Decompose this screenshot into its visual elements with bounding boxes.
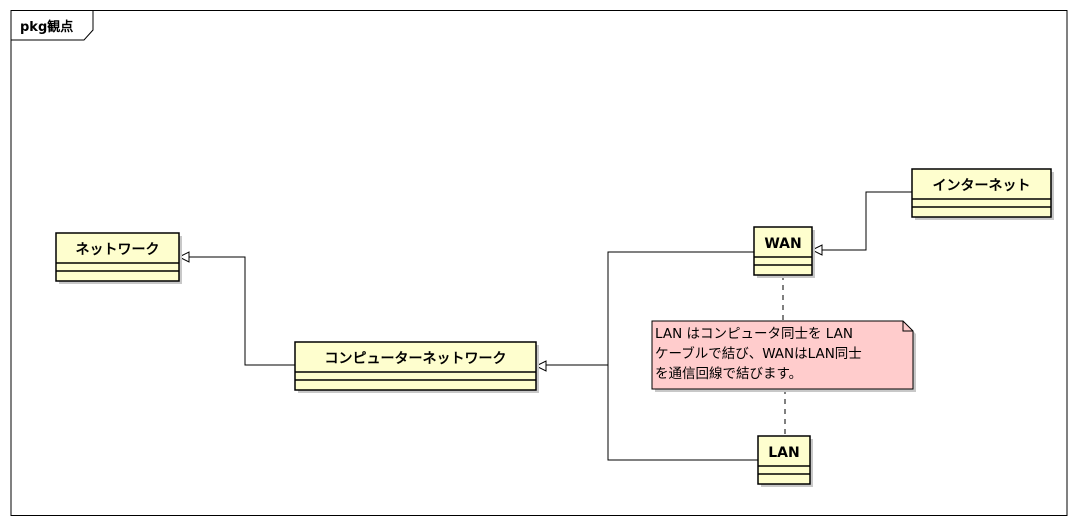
class-name: LAN (768, 445, 799, 461)
note-line: LAN はコンピュータ同士を LAN (655, 326, 853, 342)
class-name: WAN (764, 236, 801, 252)
edge-wan-to-computer-network (546, 251, 754, 366)
note[interactable]: LAN はコンピュータ同士を LAN ケーブルで結び、WANはLAN同士 を通信… (651, 320, 916, 392)
connectors (177, 191, 912, 461)
edge-computer-network-to-network (189, 256, 295, 366)
class-name: コンピューターネットワーク (325, 351, 507, 367)
generalization-arrowhead (810, 244, 823, 256)
frame-title: pkg観点 (20, 19, 73, 35)
note-line: を通信回線で結びます。 (655, 366, 802, 382)
class-lan[interactable]: LAN (757, 435, 813, 487)
class-network[interactable]: ネットワーク (55, 232, 182, 284)
note-line: ケーブルで結び、WANはLAN同士 (655, 345, 862, 362)
class-wan[interactable]: WAN (753, 226, 815, 278)
generalization-arrowhead (177, 251, 190, 263)
edge-internet-to-wan (822, 191, 912, 251)
class-computer-network[interactable]: コンピューターネットワーク (294, 341, 539, 393)
class-name: ネットワーク (76, 242, 160, 258)
edge-lan-to-computer-network (607, 365, 758, 461)
package-frame: pkg観点 (10, 10, 1068, 516)
class-internet[interactable]: インターネット (911, 168, 1054, 220)
generalization-arrowhead (534, 360, 547, 372)
class-name: インターネット (933, 178, 1031, 194)
